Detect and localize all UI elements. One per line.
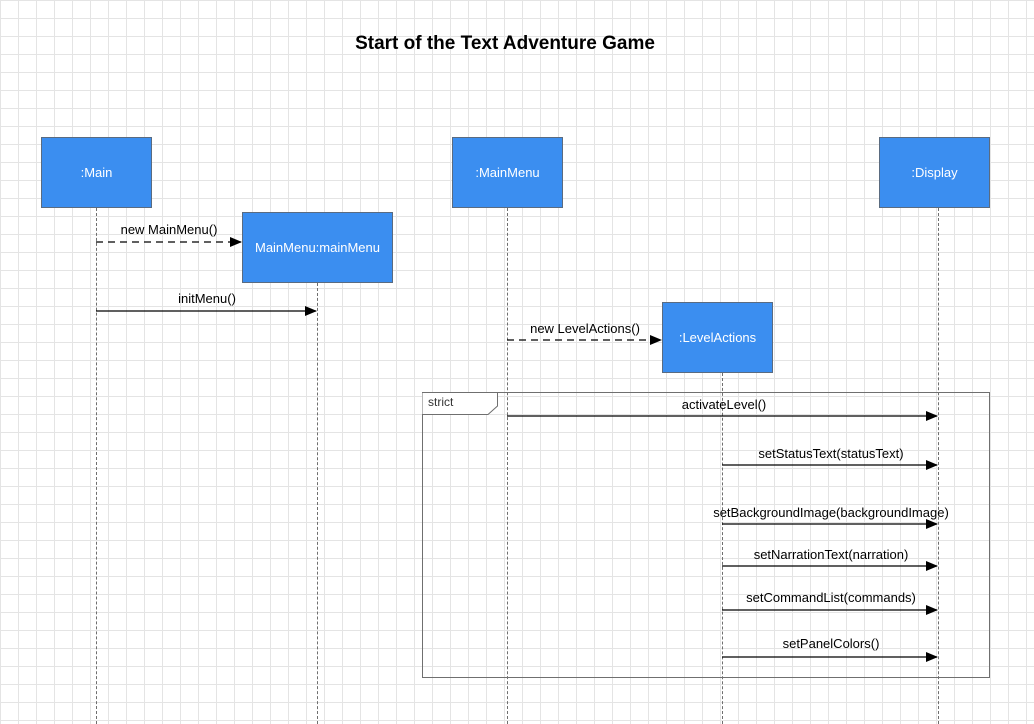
- lifeline-mainmenu-instance: [317, 283, 318, 724]
- message-label-setcommandlist[interactable]: setCommandList(commands): [746, 590, 916, 605]
- message-label-new-levelactions[interactable]: new LevelActions(): [530, 321, 640, 336]
- message-label-activatelevel[interactable]: activateLevel(): [681, 397, 767, 412]
- message-label-new-mainmenu[interactable]: new MainMenu(): [120, 222, 218, 237]
- message-label-setstatustext[interactable]: setStatusText(statusText): [758, 446, 904, 461]
- lifeline-head-main-label: :Main: [80, 165, 113, 180]
- lifeline-head-levelactions-label: :LevelActions: [678, 330, 757, 345]
- fragment-operator-label: strict: [428, 395, 454, 409]
- lifeline-main: [96, 208, 97, 724]
- message-label-initmenu[interactable]: initMenu(): [178, 291, 236, 306]
- lifeline-levelactions: [722, 373, 723, 724]
- lifeline-head-mainmenu[interactable]: :MainMenu: [452, 137, 563, 208]
- lifeline-head-display[interactable]: :Display: [879, 137, 990, 208]
- lifeline-head-mainmenu-label: :MainMenu: [475, 165, 540, 180]
- lifeline-head-main[interactable]: :Main: [41, 137, 152, 208]
- message-label-setbackgroundimage[interactable]: setBackgroundImage(backgroundImage): [713, 505, 949, 520]
- message-label-setpanelcolors[interactable]: setPanelColors(): [782, 636, 880, 651]
- strict-fragment-frame[interactable]: strict: [422, 392, 990, 678]
- diagram-title: Start of the Text Adventure Game: [355, 33, 655, 54]
- lifeline-display: [938, 208, 939, 724]
- message-label-setnarrationtext[interactable]: setNarrationText(narration): [753, 547, 909, 562]
- lifeline-head-mainmenu-instance[interactable]: MainMenu:mainMenu: [242, 212, 393, 283]
- lifeline-mainmenu: [507, 208, 508, 724]
- fragment-tag-shape: [422, 392, 498, 415]
- lifeline-head-display-label: :Display: [911, 165, 958, 180]
- lifeline-head-levelactions[interactable]: :LevelActions: [662, 302, 773, 373]
- lifeline-head-mainmenu-instance-label: MainMenu:mainMenu: [254, 240, 380, 255]
